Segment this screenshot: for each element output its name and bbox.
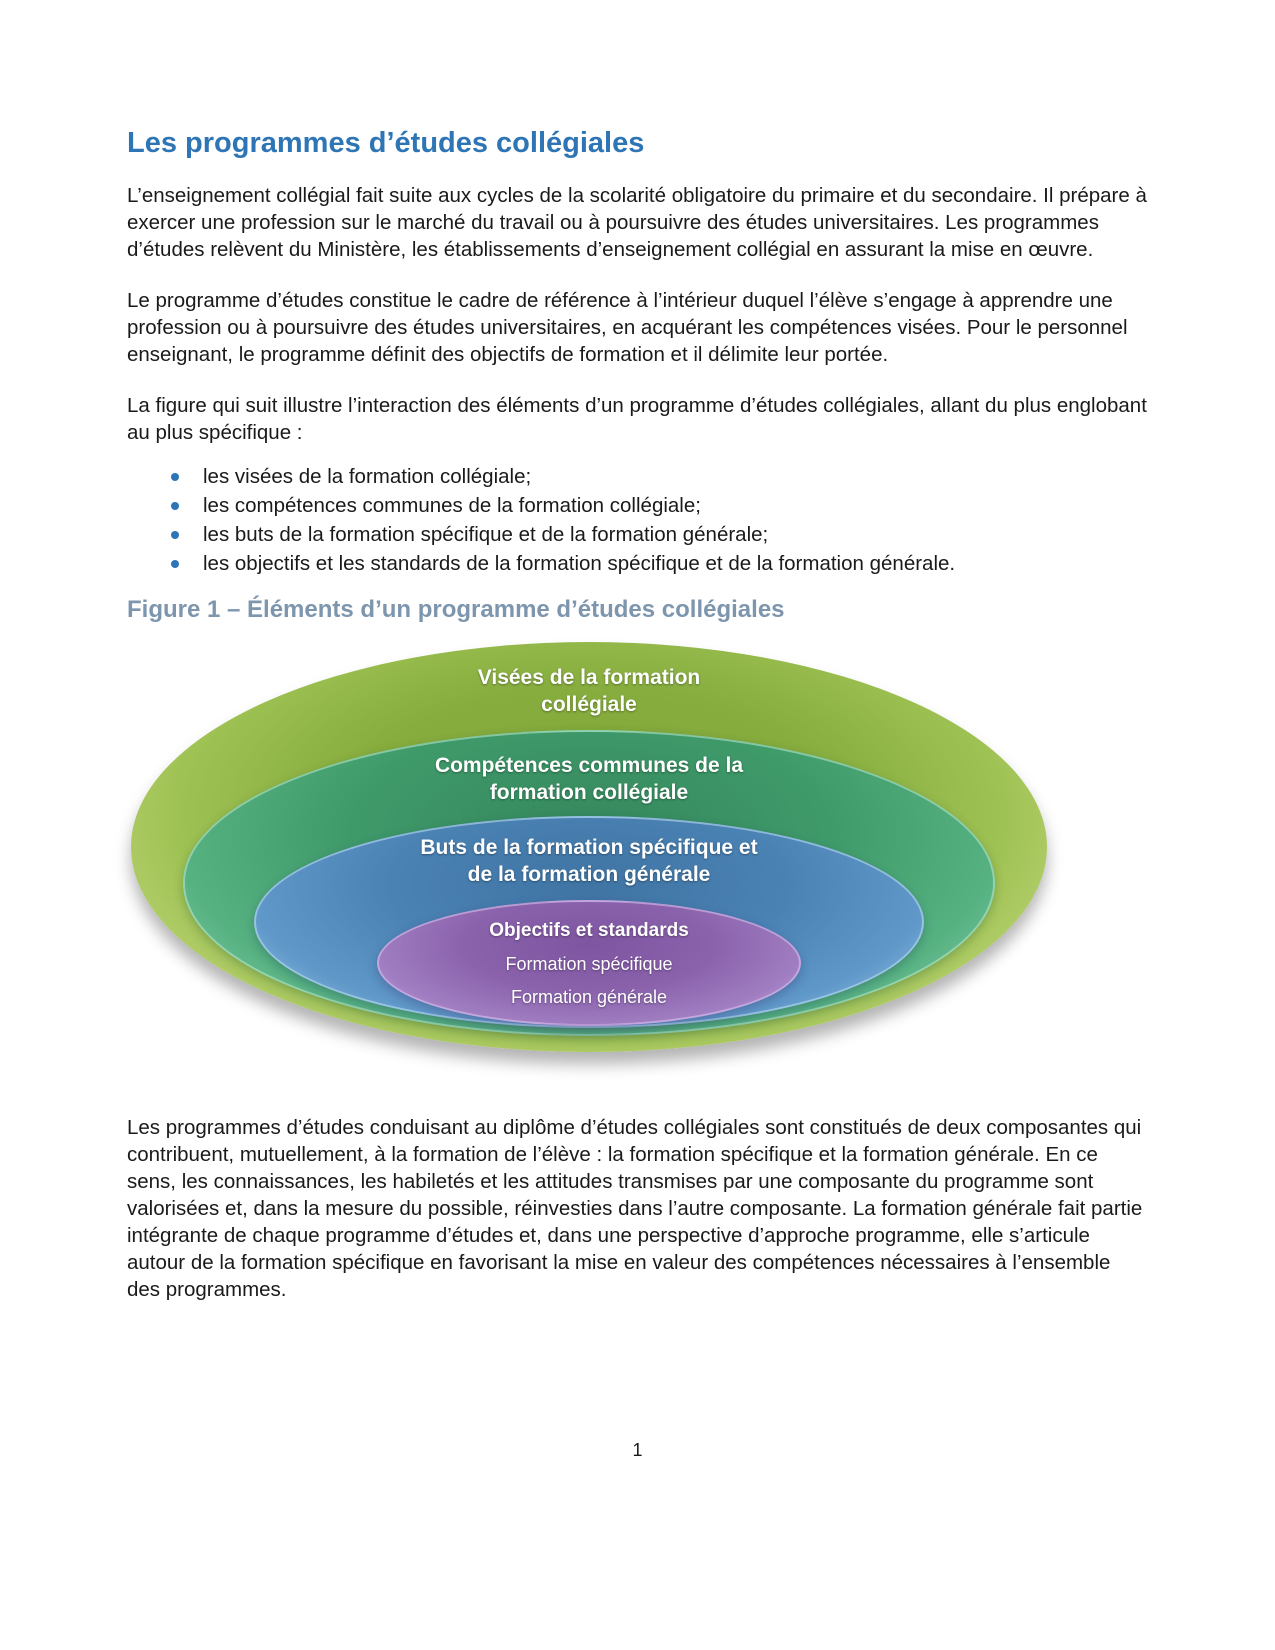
ellipse-objectifs-label: Objectifs et standards Formation spécifi…	[379, 920, 799, 1008]
figure-caption: Figure 1 – Éléments d’un programme d’étu…	[127, 596, 785, 623]
objectifs-formation-generale: Formation générale	[510, 987, 668, 1007]
page-title: Les programmes d’études collégiales	[127, 127, 645, 159]
paragraph-closing: Les programmes d’études conduisant au di…	[127, 1116, 1143, 1301]
list-item: les buts de la formation spécifique et d…	[169, 520, 1148, 549]
objectifs-title: Objectifs et standards	[489, 920, 689, 941]
paragraph-intro: L’enseignement collégial fait suite aux …	[127, 184, 1147, 261]
ellipse-objectifs: Objectifs et standards Formation spécifi…	[377, 900, 801, 1026]
list-item-text: les visées de la formation collégiale;	[203, 465, 532, 488]
bullet-icon	[171, 473, 179, 481]
bullet-icon	[171, 531, 179, 539]
list-item-text: les objectifs et les standards de la for…	[203, 552, 956, 575]
list-item-text: les compétences communes de la formation…	[203, 494, 701, 517]
objectifs-formation-specifique: Formation spécifique	[505, 954, 673, 974]
bullet-icon	[171, 502, 179, 510]
bullet-list: les visées de la formation collégiale; l…	[169, 462, 1148, 578]
ellipse-competences-label: Compétences communes de la formation col…	[434, 754, 744, 804]
list-item: les objectifs et les standards de la for…	[169, 549, 1148, 578]
list-item: les visées de la formation collégiale;	[169, 462, 1148, 491]
bullet-icon	[171, 560, 179, 568]
list-item: les compétences communes de la formation…	[169, 491, 1148, 520]
paragraph-programme: Le programme d’études constitue le cadre…	[127, 289, 1128, 366]
ellipse-buts-label: Buts de la formation spécifique et de la…	[420, 836, 758, 886]
ellipse-visees-label: Visées de la formation collégiale	[477, 666, 701, 716]
list-item-text: les buts de la formation spécifique et d…	[203, 523, 769, 546]
paragraph-figure-intro: La figure qui suit illustre l’interactio…	[127, 394, 1147, 444]
page-number: 1	[632, 1440, 643, 1460]
figure-diagram: Visées de la formation collégiale Compét…	[127, 642, 1148, 1078]
